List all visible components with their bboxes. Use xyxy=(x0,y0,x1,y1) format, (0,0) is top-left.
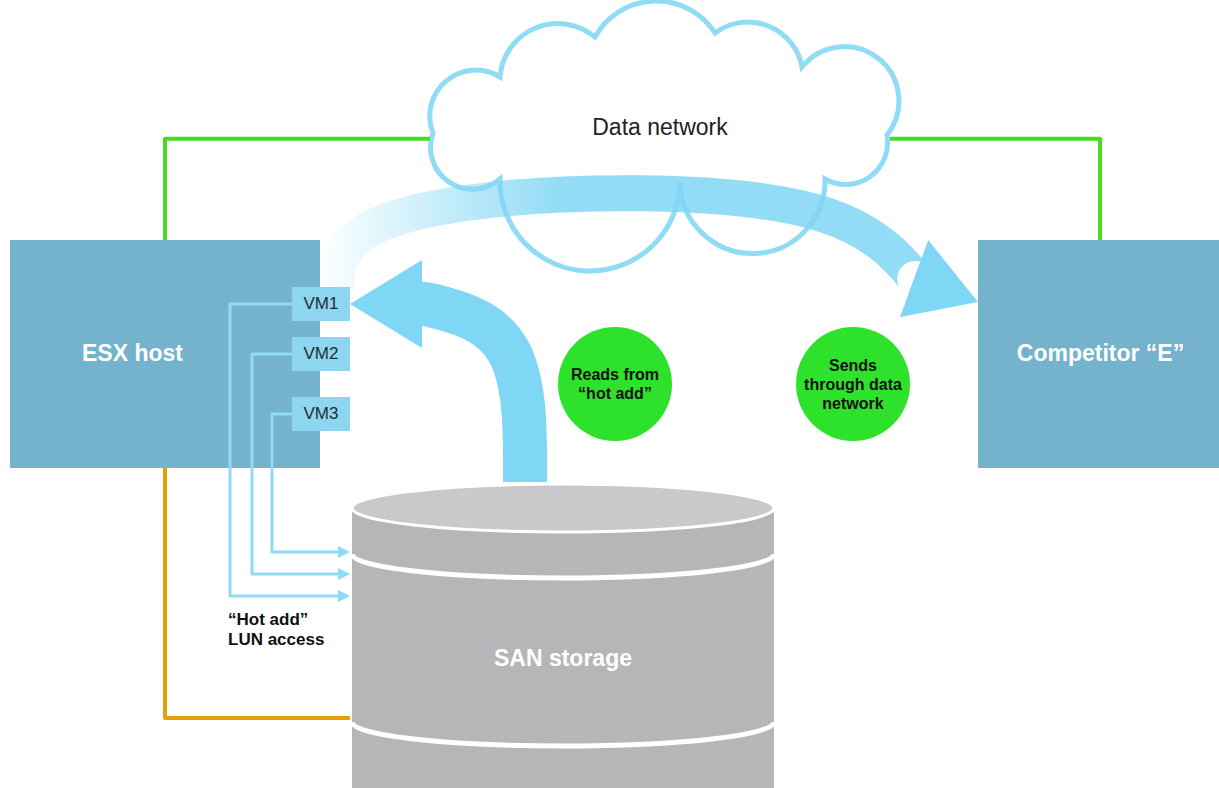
connector xyxy=(890,139,1100,240)
connector-line xyxy=(272,414,338,552)
connector xyxy=(336,193,978,317)
connector xyxy=(350,260,525,482)
connector xyxy=(252,354,350,580)
node-label: Competitor “E” xyxy=(1017,340,1184,368)
cloud-outline xyxy=(430,15,890,187)
backup-server-box: Competitor “E” xyxy=(978,240,1219,468)
circle-fill xyxy=(558,327,672,441)
arrow-head xyxy=(338,568,350,580)
cylinder-shape xyxy=(350,482,776,788)
connector-line xyxy=(165,468,350,718)
arrow-head xyxy=(900,240,978,317)
connector-line xyxy=(336,193,915,287)
node-label: VM1 xyxy=(304,294,339,314)
step-circle: Sends through data network xyxy=(795,326,911,442)
storage-cylinder: SAN storage xyxy=(350,482,776,788)
node-label: Data network xyxy=(592,114,728,142)
connector-line xyxy=(422,304,525,482)
cylinder-top xyxy=(352,484,774,532)
cylinder-body xyxy=(352,508,774,788)
node-label: VM3 xyxy=(304,404,339,424)
node-label: ESX host xyxy=(82,340,183,368)
vm-box: VM1 xyxy=(292,287,350,321)
connector-line xyxy=(890,139,1100,240)
vm-box: VM2 xyxy=(292,337,350,371)
vm-box: VM3 xyxy=(292,397,350,431)
connector-line xyxy=(252,354,338,574)
connector xyxy=(165,468,350,718)
annotation-text: “Hot add” LUN access xyxy=(228,610,340,650)
step-text: Sends through data network xyxy=(803,356,903,413)
step-circle: Reads from “hot add” xyxy=(557,326,673,442)
arrow-head xyxy=(338,590,350,602)
arrow-head xyxy=(338,546,350,558)
annotation-box: “Hot add” LUN access xyxy=(228,610,340,650)
node-label: SAN storage xyxy=(494,645,632,673)
step-text: Reads from “hot add” xyxy=(566,365,664,403)
cylinder-band xyxy=(352,554,774,578)
node-label: VM2 xyxy=(304,344,339,364)
circle-fill xyxy=(796,327,910,441)
cylinder-band xyxy=(352,722,774,746)
connector xyxy=(230,304,350,602)
connector xyxy=(272,414,350,558)
connector-line xyxy=(230,304,338,596)
circle-shape xyxy=(557,326,673,442)
network-cloud: Data network xyxy=(430,15,890,187)
arrow-head xyxy=(350,260,422,348)
